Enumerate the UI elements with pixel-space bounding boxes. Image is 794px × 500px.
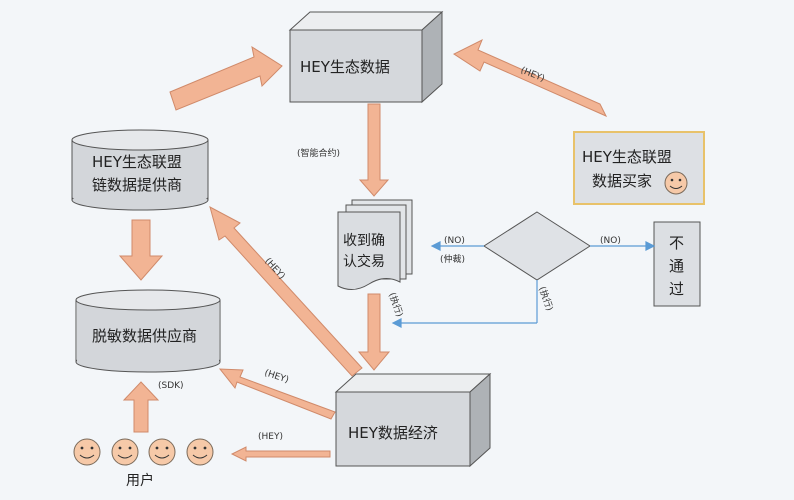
reject-label-3: 过 [669,280,685,298]
reject-label-1: 不 [669,234,685,252]
arrow-users-to-desensitized [122,381,160,433]
connector-lines [391,241,656,328]
eco-data-box [288,10,444,104]
arrow-eco-to-confirm [358,103,390,197]
buyer-label-1: HEY生态联盟 [582,148,672,166]
edge-label-smart-contract: (智能合约) [297,149,341,159]
data-buyer-box [573,131,705,205]
user-smiley-icon [73,438,101,466]
alliance-provider-label-2: 链数据提供商 [92,176,183,194]
edge-label-hey-bottom: (HEY) [258,432,283,442]
buyer-smiley-icon [664,171,688,195]
economy-box [334,372,492,468]
desensitized-label: 脱敏数据供应商 [92,327,198,345]
arrow-economy-to-desensitized [218,368,336,420]
user-smiley-icon [186,438,214,466]
alliance-provider-cylinder [71,129,209,211]
users-label: 用户 [126,473,154,489]
alliance-provider-label-1: HEY生态联盟 [92,153,182,171]
reject-box [653,221,701,307]
confirm-label-1: 收到确 [343,233,385,249]
user-smiley-icon [148,438,176,466]
edge-label-arbitration: (仲裁) [440,255,466,265]
arrow-provider-to-desensitized [118,219,164,281]
desensitized-supplier-cylinder [75,289,221,373]
edge-label-no-left: (NO) [444,236,465,246]
block-arrows [118,38,608,462]
arrow-provider-to-eco [169,45,283,111]
arrow-economy-to-provider [209,206,363,377]
edge-label-no-right: (NO) [600,236,621,246]
arrow-confirm-to-economy [357,293,391,371]
edge-label-sdk: (SDK) [158,381,184,391]
economy-label: HEY数据经济 [348,424,438,442]
arrow-buyer-to-eco [452,38,608,118]
user-smiley-icons [73,438,214,466]
reject-label-2: 通 [669,257,685,275]
confirm-transaction-doc [337,199,413,290]
user-smiley-icon [111,438,139,466]
decision-diamond [483,211,591,281]
eco-data-label: HEY生态数据 [300,58,390,76]
arrow-economy-to-users [230,446,331,462]
confirm-label-2: 认交易 [343,254,385,270]
buyer-label-2: 数据买家 [592,172,653,190]
